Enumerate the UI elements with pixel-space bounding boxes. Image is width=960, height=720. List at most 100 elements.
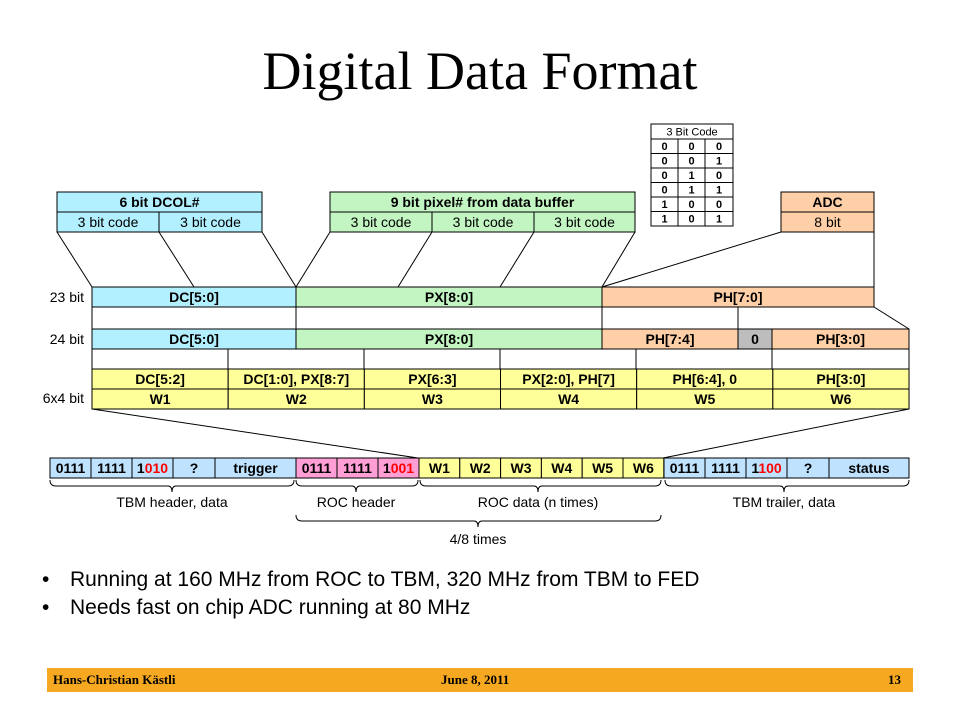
brace-lines <box>49 479 910 528</box>
word-content-text: PX[2:0], PH[7] <box>522 371 615 387</box>
word-content-text: PX[6:3] <box>408 371 456 387</box>
row-24-6x4-link <box>91 348 910 370</box>
word-label-text: W6 <box>830 391 851 407</box>
word-label-text: W1 <box>150 391 171 407</box>
label-times: 4/8 times <box>450 531 507 547</box>
row23-dc: DC[5:0] <box>169 289 219 305</box>
code-cell-value: 0 <box>661 141 667 153</box>
footer-page-number: 13 <box>888 672 901 687</box>
code-cell-value: 1 <box>661 214 667 226</box>
bullet-text: Needs fast on chip ADC running at 80 MHz <box>70 596 471 619</box>
row23-ph: PH[7:0] <box>713 289 762 305</box>
bullet-item: • Running at 160 MHz from ROC to TBM, 320… <box>42 566 699 594</box>
adc-sub: 8 bit <box>814 214 841 230</box>
pixel-sub-3: 3 bit code <box>554 214 615 230</box>
bullet-text: Running at 160 MHz from ROC to TBM, 320 … <box>70 568 700 591</box>
roc-data-word-text: W5 <box>592 460 613 476</box>
dcol-box: 6 bit DCOL# 3 bit code 3 bit code <box>56 191 263 233</box>
word-label-text: W3 <box>422 391 443 407</box>
tbm-trailer-unknown-text: ? <box>804 460 813 476</box>
label-roc-data: ROC data (n times) <box>478 494 599 510</box>
roc-data-word-text: W6 <box>633 460 654 476</box>
code-cell <box>704 211 734 227</box>
roc-header-bits-2-text: 1111 <box>343 460 372 476</box>
tbm-header-bits-2-text: 1111 <box>97 460 126 476</box>
adc-title: ADC <box>812 194 842 210</box>
roc-data-word-text: W1 <box>429 460 450 476</box>
footer-author: Hans-Christian Kästli <box>53 672 176 687</box>
word-label-text: W4 <box>558 391 579 407</box>
bullet-list: • Running at 160 MHz from ROC to TBM, 320… <box>42 566 699 622</box>
code-cell-value: 0 <box>688 214 694 226</box>
footer-bar: Hans-Christian Kästli June 8, 2011 13 <box>47 668 913 692</box>
code-cell-value: 0 <box>716 170 722 182</box>
row-6x4-bit: DC[5:2] DC[1:0], PX[8:7] PX[6:3] PX[2:0], P… <box>91 368 910 410</box>
bullet-item: • Needs fast on chip ADC running at 80 MH… <box>42 594 699 622</box>
row24-zero: 0 <box>751 331 759 347</box>
connector-lines <box>56 231 875 288</box>
word-content-text: DC[1:0], PX[8:7] <box>243 371 349 387</box>
row24-px: PX[8:0] <box>425 331 473 347</box>
pixel-box: 9 bit pixel# from data buffer 3 bit code… <box>329 191 636 233</box>
code-cell-value: 1 <box>716 214 722 226</box>
tbm-trailer-bits-3-text: 1100 <box>751 460 782 476</box>
label-roc-header: ROC header <box>317 494 396 510</box>
adc-box: ADC 8 bit <box>780 191 875 233</box>
row24-ph-low: PH[3:0] <box>816 331 865 347</box>
label-tbm-header: TBM header, data <box>116 494 228 510</box>
word-content-text: DC[5:2] <box>135 371 185 387</box>
label-23-bit: 23 bit <box>50 289 84 305</box>
tbm-trailer-bits-2-text: 1111 <box>711 460 740 476</box>
brace-labels: TBM header, data ROC header ROC data (n … <box>116 494 835 547</box>
tbm-header-bits-1-text: 0111 <box>56 460 86 476</box>
bullet-dot-icon: • <box>42 568 50 591</box>
tbm-trailer-status <box>828 457 910 479</box>
dcol-sub-2: 3 bit code <box>180 214 241 230</box>
row23-px: PX[8:0] <box>425 289 473 305</box>
code-cell-value: 1 <box>688 170 694 182</box>
row-24-bit: DC[5:0] PX[8:0] PH[7:4] 0 PH[3:0] <box>91 328 910 350</box>
roc-header-bits-1-text: 0111 <box>302 460 332 476</box>
code-cell-value: 0 <box>688 199 694 211</box>
code-table-header: 3 Bit Code <box>666 127 717 139</box>
label-tbm-trailer: TBM trailer, data <box>733 494 836 510</box>
word-label-text: W2 <box>286 391 307 407</box>
row24-ph-high: PH[7:4] <box>645 331 694 347</box>
word-label-text: W5 <box>694 391 715 407</box>
code-cell-value: 0 <box>688 141 694 153</box>
pixel-sub-1: 3 bit code <box>351 214 412 230</box>
roc-data-word-text: W3 <box>511 460 532 476</box>
footer-date: June 8, 2011 <box>441 672 510 687</box>
roc-data-word-text: W2 <box>470 460 491 476</box>
code-cell-value: 0 <box>661 170 667 182</box>
code-cell-value: 0 <box>716 141 722 153</box>
bullet-dot-icon: • <box>42 596 50 619</box>
row24-dc: DC[5:0] <box>169 331 219 347</box>
tbm-trailer-bits-1-text: 0111 <box>670 460 700 476</box>
code-cell-value: 1 <box>688 185 694 197</box>
roc-data-word-text: W4 <box>551 460 572 476</box>
row-labels: 23 bit 24 bit 6x4 bit <box>43 289 84 406</box>
word-content-text: PH[6:4], 0 <box>672 371 737 387</box>
word-content-text: PH[3:0] <box>816 371 865 387</box>
code-cell-value: 0 <box>716 199 722 211</box>
tbm-header-unknown-text: ? <box>190 460 199 476</box>
label-24-bit: 24 bit <box>50 331 84 347</box>
tbm-header-bits-3-text: 1010 <box>137 460 168 476</box>
row-23-bit: DC[5:0] PX[8:0] PH[7:0] <box>91 286 875 308</box>
dcol-sub-1: 3 bit code <box>78 214 139 230</box>
code-cell-value: 0 <box>661 156 667 168</box>
dcol-title: 6 bit DCOL# <box>119 194 199 210</box>
code-cell-value: 0 <box>661 185 667 197</box>
roc-header-bits-3-text: 1001 <box>383 460 414 476</box>
code-cell-value: 0 <box>688 156 694 168</box>
row-23-24-link <box>91 306 910 330</box>
page-title: Digital Data Format <box>262 41 698 101</box>
word-label-cell <box>772 388 910 410</box>
code-cell-value: 1 <box>716 185 722 197</box>
funnel-lines <box>91 408 910 459</box>
